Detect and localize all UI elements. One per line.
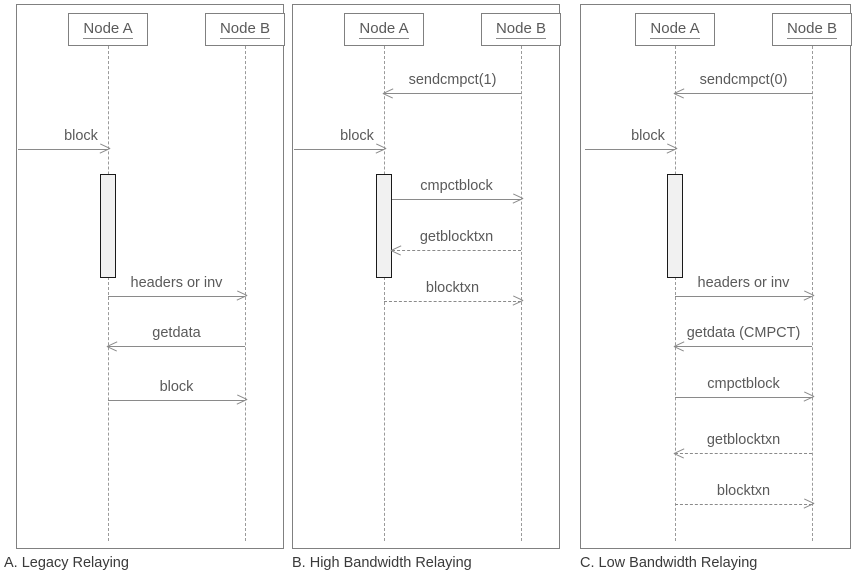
message-label: blocktxn (425, 280, 480, 296)
message-line (392, 250, 521, 251)
message-label: block (159, 379, 194, 395)
arrowhead-icon (107, 341, 117, 351)
arrowhead-icon (99, 144, 109, 154)
actor-label-node-b: Node B (219, 20, 271, 39)
arrowhead-icon (666, 144, 676, 154)
message-line (392, 199, 521, 200)
panel-low-bandwidth-relaying: Node A Node B sendcmpct(0) block headers… (580, 4, 852, 549)
message-line (108, 296, 245, 297)
actor-box-node-a: Node A (635, 13, 715, 46)
caption-panel-a: A. Legacy Relaying (4, 555, 129, 571)
arrowhead-icon (375, 144, 385, 154)
message-label: getblocktxn (706, 432, 781, 448)
message-line (675, 504, 812, 505)
actor-label-node-a: Node A (650, 20, 700, 39)
lifeline-node-a (675, 46, 676, 541)
message-line (675, 296, 812, 297)
arrowhead-icon (803, 291, 813, 301)
message-label: cmpctblock (707, 376, 780, 392)
arrowhead-icon (391, 245, 401, 255)
message-label: getdata (CMPCT) (686, 325, 801, 341)
actor-box-node-a: Node A (344, 13, 424, 46)
arrowhead-icon (803, 392, 813, 402)
message-label: getblocktxn (419, 229, 494, 245)
message-line (675, 397, 812, 398)
message-label: blocktxn (716, 483, 771, 499)
arrowhead-icon (674, 448, 684, 458)
actor-box-node-b: Node B (481, 13, 561, 46)
message-line (675, 93, 812, 94)
message-label: sendcmpct(0) (699, 72, 788, 88)
caption-panel-b: B. High Bandwidth Relaying (292, 555, 472, 571)
message-line (294, 149, 384, 150)
actor-label-node-a: Node A (359, 20, 409, 39)
message-line (108, 346, 245, 347)
activation-bar-node-a (100, 174, 116, 278)
actor-label-node-a: Node A (83, 20, 133, 39)
actor-box-node-a: Node A (68, 13, 148, 46)
panel-high-bandwidth-relaying: Node A Node B sendcmpct(1) block cmpctbl… (292, 4, 561, 549)
arrowhead-icon (512, 296, 522, 306)
lifeline-node-b (521, 46, 522, 541)
message-label: block (64, 128, 98, 144)
message-label: getdata (152, 325, 201, 341)
message-line (18, 149, 108, 150)
message-line (675, 453, 812, 454)
arrowhead-icon (674, 88, 684, 98)
lifeline-node-a (384, 46, 385, 541)
arrowhead-icon (512, 194, 522, 204)
message-line (384, 301, 521, 302)
message-label: headers or inv (697, 275, 790, 291)
message-line (585, 149, 675, 150)
message-label: block (340, 128, 374, 144)
activation-bar-node-a (376, 174, 392, 278)
arrowhead-icon (674, 341, 684, 351)
actor-label-node-b: Node B (495, 20, 547, 39)
message-line (675, 346, 812, 347)
actor-box-node-b: Node B (205, 13, 285, 46)
message-label: cmpctblock (420, 178, 493, 194)
arrowhead-icon (383, 88, 393, 98)
panel-legacy-relaying: Node A Node B block headers or inv getda… (16, 4, 285, 549)
message-label: block (631, 128, 665, 144)
arrowhead-icon (803, 499, 813, 509)
arrowhead-icon (236, 395, 246, 405)
actor-label-node-b: Node B (786, 20, 838, 39)
message-line (108, 400, 245, 401)
arrowhead-icon (236, 291, 246, 301)
lifeline-node-a (108, 46, 109, 541)
actor-box-node-b: Node B (772, 13, 852, 46)
caption-panel-c: C. Low Bandwidth Relaying (580, 555, 758, 571)
message-line (384, 93, 521, 94)
message-label: headers or inv (130, 275, 223, 291)
activation-bar-node-a (667, 174, 683, 278)
message-label: sendcmpct(1) (408, 72, 497, 88)
